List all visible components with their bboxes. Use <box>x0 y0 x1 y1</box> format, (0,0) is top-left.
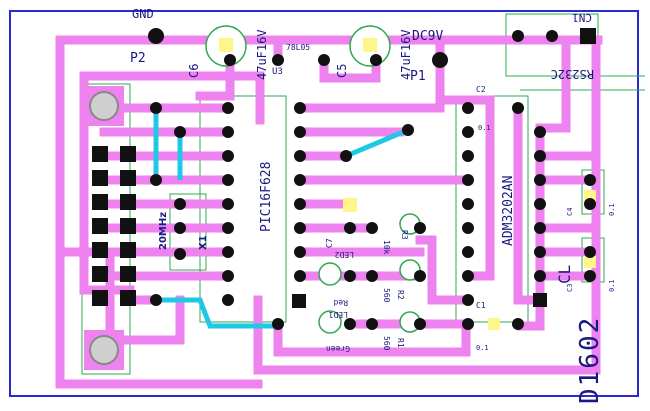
c4-value: 0.1 <box>608 203 616 216</box>
r2-value: 560 <box>382 288 391 303</box>
driver-label: ADM3202AN <box>501 176 516 246</box>
rs232c-label: RS232C <box>551 67 594 81</box>
cl-label: CL <box>555 265 574 284</box>
board-designator: D1602 <box>575 316 605 404</box>
p2-label: P2 <box>130 51 146 66</box>
led1-label: LED1 <box>329 310 348 319</box>
c4-label: C4 <box>566 208 574 216</box>
electrolytic-capacitors <box>205 25 596 334</box>
crystal-ref-label: X1 <box>198 235 209 250</box>
r3-value: 10k <box>382 240 391 255</box>
r1-value: 560 <box>382 336 391 351</box>
regulator-label: 78L05 <box>286 43 310 52</box>
c3-label: C3 <box>566 284 574 292</box>
gnd-label: GND <box>132 7 154 21</box>
p1-label: P1 <box>410 69 426 84</box>
r2-label: R2 <box>396 290 405 300</box>
jumper-wires <box>153 108 409 329</box>
copper-traces <box>55 35 603 389</box>
dc9v-label: DC9V <box>412 29 443 44</box>
c2-value: 0.1 <box>478 124 491 132</box>
led2-color: Red <box>333 298 348 307</box>
c2-label: C2 <box>476 85 486 94</box>
c6-value: 47uF16V <box>255 29 269 80</box>
mounting-holes <box>84 86 124 370</box>
c5-value: 47uF16V <box>399 29 413 80</box>
c1-label: C1 <box>476 301 486 310</box>
c7-label: C7 <box>325 238 334 248</box>
c5-label: C5 <box>335 64 349 78</box>
c1-value: 0.1 <box>476 344 489 352</box>
crystal-freq-label: 20MHz <box>158 212 169 250</box>
c6-label: C6 <box>187 64 201 78</box>
c3-value: 0.1 <box>608 279 616 292</box>
pads <box>92 28 596 330</box>
u3-label: U3 <box>272 67 283 77</box>
mcu-label: PIC16F628 <box>259 162 274 232</box>
led2-label: LED2 <box>335 250 354 259</box>
led1-color: Green <box>326 344 350 353</box>
cn1-label: CN1 <box>572 11 592 24</box>
r3-label: R3 <box>400 230 409 240</box>
r1-label: R1 <box>396 338 405 348</box>
